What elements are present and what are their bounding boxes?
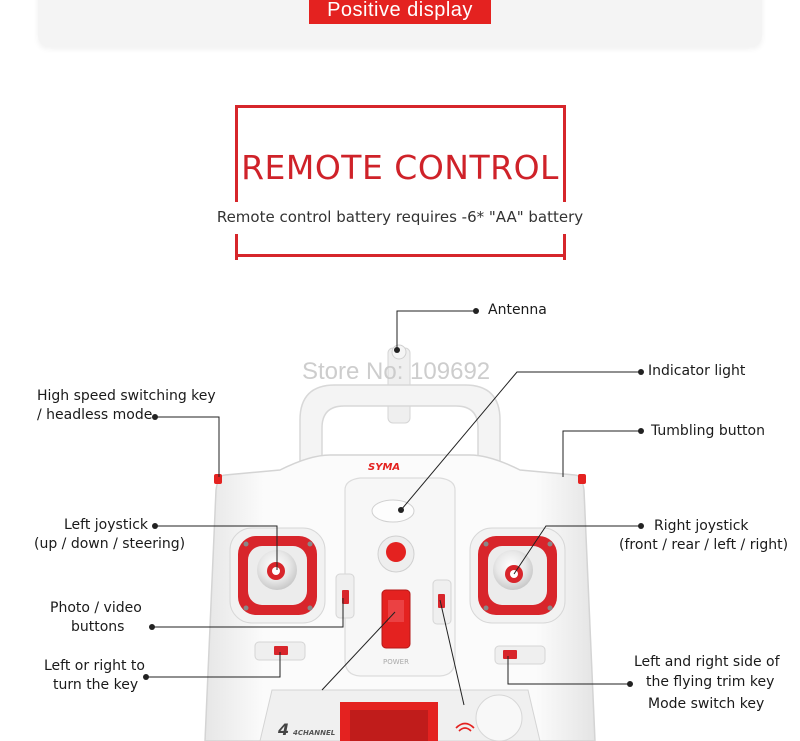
label-trim-line1: Left and right side of <box>634 654 780 670</box>
label-tumbling-button: Tumbling button <box>651 423 765 439</box>
left-shoulder-key[interactable] <box>214 474 222 484</box>
mode-switch-key[interactable] <box>475 694 523 741</box>
label-high-speed-line2: / headless mode <box>37 407 153 423</box>
brand-logo: SYMA <box>368 462 400 473</box>
svg-text:4: 4 <box>277 720 289 739</box>
label-photo-video-line1: Photo / video <box>50 600 142 616</box>
title-frame <box>235 105 566 260</box>
right-shoulder-key[interactable] <box>578 474 586 484</box>
section-subtitle: Remote control battery requires -6* "AA"… <box>216 208 584 226</box>
right-horizontal-trim[interactable] <box>494 645 546 665</box>
label-turn-key-line1: Left or right to <box>44 658 145 674</box>
label-indicator-light: Indicator light <box>648 363 746 379</box>
label-left-joystick-line1: Left joystick <box>64 517 149 533</box>
label-photo-video-line2: buttons <box>71 619 125 635</box>
indicator-light <box>371 499 415 523</box>
label-right-joystick-line1: Right joystick <box>654 518 749 534</box>
right-joystick[interactable] <box>469 527 566 624</box>
lcd-screen <box>350 710 428 741</box>
top-banner: Positive display <box>309 0 491 24</box>
right-vertical-trim[interactable] <box>432 579 452 625</box>
label-high-speed-line1: High speed switching key <box>37 388 216 404</box>
store-watermark: Store No: 109692 <box>302 358 491 385</box>
label-antenna: Antenna <box>488 302 547 318</box>
label-turn-key-line2: turn the key <box>53 677 139 693</box>
label-mode-switch: Mode switch key <box>648 696 765 712</box>
label-trim-line2: the flying trim key <box>646 674 775 690</box>
label-left-joystick-line2: (up / down / steering) <box>34 536 186 552</box>
callout-dots <box>143 308 644 687</box>
left-horizontal-trim[interactable] <box>254 641 306 661</box>
callout-lines <box>146 310 641 706</box>
wifi-icon <box>455 722 475 732</box>
section-title: REMOTE CONTROL <box>241 148 559 187</box>
power-label: POWER <box>383 658 409 666</box>
channel-label: 4CHANNEL <box>293 729 335 737</box>
label-right-joystick-line2: (front / rear / left / right) <box>619 537 789 553</box>
subtitle-backdrop <box>195 202 605 234</box>
tumbling-round-button[interactable] <box>386 542 406 562</box>
left-vertical-trim[interactable] <box>335 573 355 619</box>
center-panel <box>344 477 456 677</box>
left-joystick[interactable] <box>229 527 326 624</box>
